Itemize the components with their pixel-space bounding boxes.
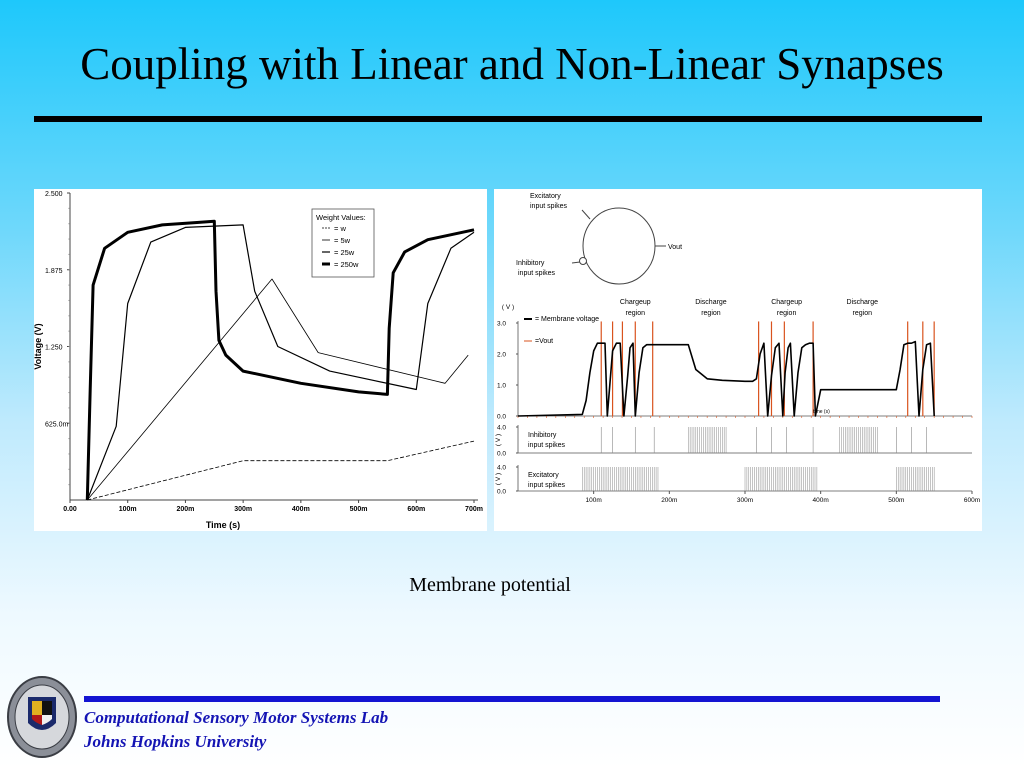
x-tick-label: 400m (292, 506, 310, 513)
y-tick-label: 0.0 (497, 489, 506, 496)
excitatory-input-line (581, 209, 591, 220)
region-label: region (777, 310, 797, 317)
region-label: region (626, 310, 646, 317)
x-tick-label: 100m (119, 506, 137, 513)
spike-panel-label: Inhibitory (528, 432, 557, 439)
legend-entry: = 5w (334, 236, 351, 245)
footer-divider (84, 696, 940, 702)
x-tick-label: 300m (234, 506, 252, 513)
region-label: Chargeup (771, 299, 802, 306)
x-tick-label: 200m (661, 497, 677, 504)
spike-panel-label: input spikes (528, 442, 565, 449)
x-tick-label: 100m (586, 497, 602, 504)
chart-weight-values-panel: 0.00 100m 200m 300m 400m 500m 600m 700m 625.0m 1.… (34, 189, 487, 531)
y-axis-label: Voltage (V) (34, 323, 43, 369)
unit-label: ( V ) (495, 434, 502, 446)
region-label: region (701, 310, 721, 317)
spike-panel-label: input spikes (528, 482, 565, 489)
region-label: Chargeup (620, 299, 651, 306)
x-tick-label: 300m (737, 497, 753, 504)
vout-label: Vout (668, 244, 682, 251)
legend-title: Weight Values: (316, 213, 366, 222)
inhibitory-label: Inhibitory (516, 260, 545, 267)
x-tick-label: 200m (176, 506, 194, 513)
region-label: Discharge (695, 299, 727, 306)
footer-university-name: Johns Hopkins University (84, 732, 267, 751)
unit-label: ( V ) (502, 304, 514, 311)
legend-entry: =Vout (535, 338, 553, 345)
figure-caption: Membrane potential (409, 574, 571, 596)
y-tick-label: 1.250 (45, 345, 63, 352)
series-line-1 (87, 440, 475, 501)
inhibitory-label: input spikes (518, 270, 555, 277)
y-tick-label: 0.0 (497, 414, 506, 421)
series-line-3 (86, 224, 475, 501)
legend-entry: = 25w (334, 248, 355, 257)
footer-lab-name: Computational Sensory Motor Systems Lab (84, 708, 389, 727)
legend-entry: = 250w (334, 260, 359, 269)
x-tick-label: 700m (465, 506, 483, 513)
membrane-voltage-line (517, 340, 935, 417)
y-tick-label: 0.0 (497, 451, 506, 458)
neuron-soma (582, 207, 656, 285)
legend-box (311, 208, 375, 278)
y-tick-label: 1.875 (45, 268, 63, 275)
x-tick-label: 400m (813, 497, 829, 504)
region-label: Discharge (847, 299, 879, 306)
region-label: region (853, 310, 873, 317)
x-tick-label: 600m (407, 506, 425, 513)
university-seal-icon (6, 675, 78, 764)
y-tick-label: 3.0 (497, 321, 506, 328)
y-tick-label: 2.500 (45, 191, 63, 198)
slide-title: Coupling with Linear and Non-Linear Syna… (80, 39, 944, 89)
title-divider (34, 116, 982, 122)
weight-values-chart: 0.00 100m 200m 300m 400m 500m 600m 700m 625.0m 1.… (34, 191, 483, 530)
inhibitory-synapse (579, 257, 587, 265)
series-line-2 (86, 278, 469, 501)
excitatory-label: Excitatory (530, 193, 561, 200)
legend-entry: = Membrane voltage (535, 316, 599, 323)
inhibitory-input-line (571, 261, 581, 264)
y-tick-label: 2.0 (497, 352, 506, 359)
y-tick-label: 4.0 (497, 465, 506, 472)
legend-entry: = w (334, 224, 346, 233)
y-tick-label: 1.0 (497, 383, 506, 390)
x-tick-label: 600m (964, 497, 980, 504)
series-line-4 (85, 219, 475, 501)
unit-label: ( V ) (495, 473, 502, 485)
y-tick-label: 625.0m (45, 421, 69, 428)
excitatory-label: input spikes (530, 203, 567, 210)
spike-panel-label: Excitatory (528, 472, 559, 479)
x-tick-label: 500m (350, 506, 368, 513)
time-inset-label: time (s) (813, 409, 830, 415)
x-axis-label: Time (s) (206, 520, 240, 530)
x-tick-label: 500m (888, 497, 904, 504)
y-tick-label: 4.0 (497, 425, 506, 432)
x-tick-label: 0.00 (63, 506, 77, 513)
